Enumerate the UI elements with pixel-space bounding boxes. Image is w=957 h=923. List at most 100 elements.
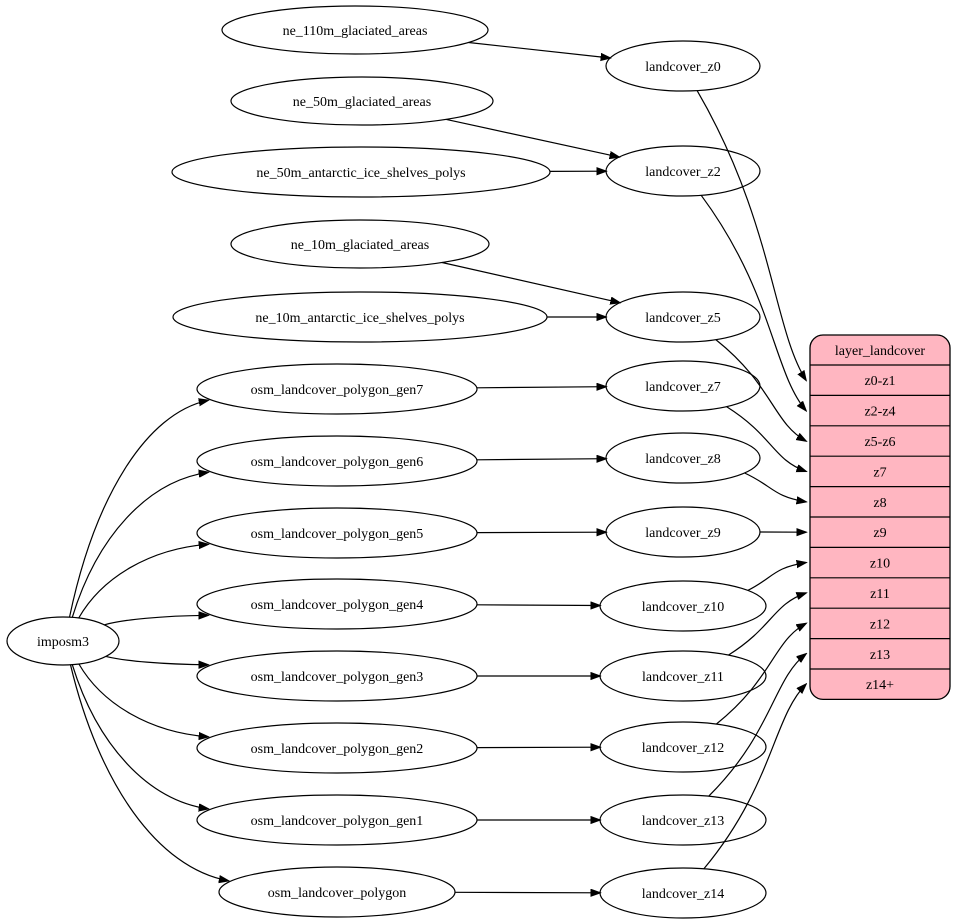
node-label: osm_landcover_polygon_gen3 [251,670,424,685]
node-osm_landcover_polygon_gen7: osm_landcover_polygon_gen7 [196,363,478,415]
node-ne_50m_antarctic_ice_shelves_polys: ne_50m_antarctic_ice_shelves_polys [171,146,551,198]
edge-imposm3--osm_landcover_polygon [69,664,229,881]
node-landcover_z10: landcover_z10 [599,580,767,632]
edge-landcover_z2--row-z2-z4 [700,194,806,410]
node-label: osm_landcover_polygon_gen1 [251,814,424,829]
node-ellipse [196,363,478,415]
node-ne_50m_glaciated_areas: ne_50m_glaciated_areas [230,76,494,126]
node-ellipse [171,146,551,198]
table-row-z13: z13 [870,648,890,663]
edge-landcover_z10--row-z10 [747,563,806,591]
node-landcover_z11: landcover_z11 [599,650,767,702]
node-label: osm_landcover_polygon_gen4 [251,598,424,613]
node-ellipse [230,219,490,269]
edge-imposm3--osm_landcover_polygon_gen3 [105,655,208,664]
node-label: ne_10m_antarctic_ice_shelves_polys [255,311,464,326]
edge-landcover_z0--row-z0-z1 [696,90,806,381]
node-landcover_z5: landcover_z5 [605,291,761,343]
node-ellipse [230,76,494,126]
edge-osm_landcover_polygon_gen4--landcover_z10 [476,605,600,606]
edge-imposm3--osm_landcover_polygon_gen7 [68,400,209,618]
node-landcover_z13: landcover_z13 [599,794,767,846]
node-label: landcover_z2 [645,165,720,180]
node-label: osm_landcover_polygon_gen6 [251,455,424,470]
node-label: osm_landcover_polygon_gen2 [251,742,424,757]
node-ne_10m_glaciated_areas: ne_10m_glaciated_areas [230,219,490,269]
edge-ne_10m_glaciated_areas--landcover_z5 [441,261,620,303]
edge-osm_landcover_polygon_gen6--landcover_z8 [476,459,606,460]
node-label: landcover_z11 [642,670,724,685]
edge-landcover_z8--row-z8 [744,472,806,502]
node-ellipse [218,866,456,918]
table-row-z9: z9 [873,526,886,541]
edges-layer [68,41,807,893]
edge-landcover_z7--row-z7 [726,406,807,472]
table-row-z8: z8 [873,496,886,511]
node-ellipse [196,435,478,487]
edge-ne_50m_glaciated_areas--landcover_z2 [446,118,619,157]
node-osm_landcover_polygon_gen1: osm_landcover_polygon_gen1 [196,794,478,846]
node-ellipse [605,40,761,92]
table-header: layer_landcover [835,344,926,359]
node-ne_10m_antarctic_ice_shelves_polys: ne_10m_antarctic_ice_shelves_polys [172,291,548,343]
edge-landcover_z14--row-z14+ [703,684,806,870]
node-label: landcover_z5 [645,311,720,326]
node-ellipse [6,616,120,666]
node-label: landcover_z12 [642,741,724,756]
edge-imposm3--osm_landcover_polygon_gen1 [71,664,208,809]
node-landcover_z12: landcover_z12 [599,721,767,773]
node-osm_landcover_polygon_gen4: osm_landcover_polygon_gen4 [196,578,478,630]
edge-imposm3--osm_landcover_polygon_gen5 [78,544,209,619]
node-ellipse [221,5,489,55]
node-label: ne_50m_glaciated_areas [293,95,431,110]
nodes-layer: ne_110m_glaciated_areas ne_50m_glaciated_… [6,5,767,919]
node-label: landcover_z8 [645,452,720,467]
table-row-z14+: z14+ [866,678,894,693]
table-row-z11: z11 [870,587,890,602]
table-row-z0-z1: z0-z1 [864,374,895,389]
node-label: ne_10m_glaciated_areas [291,238,429,253]
edge-landcover_z11--row-z11 [728,593,806,656]
table-layer: layer_landcover z0-z1 z2-z4 z5-z6 z7 z8 z9 z10 z… [809,334,951,701]
edge-ne_110m_glaciated_areas--landcover_z0 [468,41,610,59]
node-label: landcover_z10 [642,600,724,615]
node-label: landcover_z14 [642,887,724,902]
edge-osm_landcover_polygon_gen7--landcover_z7 [476,387,606,388]
node-osm_landcover_polygon_gen6: osm_landcover_polygon_gen6 [196,435,478,487]
node-label: osm_landcover_polygon_gen7 [251,383,424,398]
node-ellipse [196,507,478,559]
node-ellipse [196,578,478,630]
edge-imposm3--osm_landcover_polygon_gen6 [71,472,208,618]
node-label: landcover_z9 [645,526,720,541]
node-osm_landcover_polygon_gen2: osm_landcover_polygon_gen2 [196,722,478,774]
table-row-z7: z7 [873,465,886,480]
edge-landcover_z13--row-z13 [708,654,806,797]
node-ne_110m_glaciated_areas: ne_110m_glaciated_areas [221,5,489,55]
node-imposm3: imposm3 [6,616,120,666]
node-label: ne_110m_glaciated_areas [283,24,428,39]
node-label: landcover_z0 [645,60,720,75]
edge-landcover_z5--row-z5-z6 [715,339,806,441]
node-label: osm_landcover_polygon [268,886,406,901]
node-label: imposm3 [37,635,89,650]
edge-imposm3--osm_landcover_polygon_gen4 [104,615,208,626]
table-row-z2-z4: z2-z4 [864,405,895,420]
node-ellipse [196,722,478,774]
table-row-z10: z10 [870,557,890,572]
node-landcover_z14: landcover_z14 [599,867,767,919]
node-label: ne_50m_antarctic_ice_shelves_polys [256,166,465,181]
edge-imposm3--osm_landcover_polygon_gen2 [78,663,208,737]
edge-landcover_z12--row-z12 [715,623,806,725]
node-label: osm_landcover_polygon_gen5 [251,527,424,542]
table-row-z5-z6: z5-z6 [864,435,895,450]
node-label: landcover_z13 [642,814,724,829]
node-landcover_z9: landcover_z9 [605,506,761,558]
node-landcover_z8: landcover_z8 [605,432,761,484]
node-osm_landcover_polygon: osm_landcover_polygon [218,866,456,918]
edge-osm_landcover_polygon--landcover_z14 [454,892,600,893]
node-label: landcover_z7 [645,380,720,395]
node-osm_landcover_polygon_gen5: osm_landcover_polygon_gen5 [196,507,478,559]
node-landcover_z0: landcover_z0 [605,40,761,92]
